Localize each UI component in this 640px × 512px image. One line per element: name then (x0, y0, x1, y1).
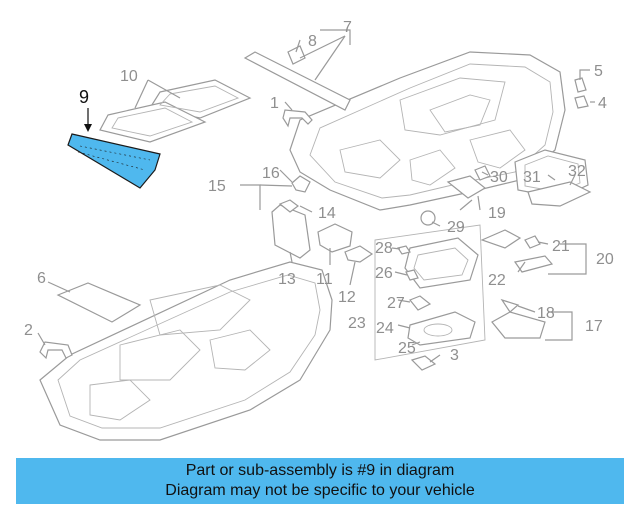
callout-29: 29 (447, 219, 465, 236)
callout-32: 32 (568, 163, 586, 180)
clip-part-3 (410, 355, 437, 371)
leader-lines (37, 29, 595, 363)
panel-part-10 (99, 79, 252, 143)
callout-9: 9 (79, 87, 89, 107)
parts-diagram: 1 2 3 4 5 6 7 8 9 10 11 12 13 14 15 16 1… (24, 19, 614, 441)
lamp-part-32 (527, 181, 592, 207)
callout-17: 17 (585, 318, 603, 335)
clip-part-5 (574, 77, 587, 93)
callout-3: 3 (450, 347, 459, 364)
bracket-part-20 (513, 255, 554, 273)
banner-line-1: Part or sub-assembly is #9 in diagram (185, 462, 455, 479)
upper-headliner (289, 51, 566, 211)
callout-25: 25 (398, 340, 416, 357)
callout-12: 12 (338, 289, 356, 306)
callout-7: 7 (343, 19, 352, 36)
callout-1: 1 (270, 95, 279, 112)
callout-26: 26 (375, 265, 393, 282)
callout-28: 28 (375, 240, 393, 257)
holder-part-11 (317, 223, 353, 253)
handle-part-1 (282, 109, 313, 128)
clip-part-8 (287, 45, 306, 65)
callout-21: 21 (552, 238, 570, 255)
clip-part-30 (474, 165, 491, 181)
hook-part-16 (291, 175, 311, 193)
callout-30: 30 (490, 169, 508, 186)
callout-31: 31 (523, 169, 541, 186)
bracket-part-22 (480, 229, 522, 249)
callout-2: 2 (24, 322, 33, 339)
callout-10: 10 (120, 68, 138, 85)
screw-part-29 (420, 210, 436, 226)
callout-23: 23 (348, 315, 366, 332)
callout-27: 27 (387, 295, 405, 312)
callout-labels: 1 2 3 4 5 6 7 8 9 10 11 12 13 14 15 16 1… (24, 19, 614, 364)
callout-11: 11 (316, 271, 333, 288)
callout-22: 22 (488, 272, 506, 289)
handle-part-2 (39, 341, 73, 360)
callout-18: 18 (537, 305, 555, 322)
info-banner: Part or sub-assembly is #9 in diagram Di… (16, 458, 624, 504)
callout-20: 20 (596, 251, 614, 268)
callout-14: 14 (318, 205, 336, 222)
clip-part-4 (574, 95, 589, 109)
highlighted-panel-part-9 (67, 108, 161, 189)
banner-line-2: Diagram may not be specific to your vehi… (165, 482, 475, 499)
callout-15: 15 (208, 178, 226, 195)
clip-part-14 (278, 199, 299, 213)
bracket-part-19 (446, 175, 487, 199)
clip-part-12 (344, 245, 374, 263)
frame-part-6 (56, 282, 142, 323)
callout-13: 13 (278, 271, 296, 288)
lower-headliner (39, 261, 333, 441)
clip-part-21 (524, 235, 541, 249)
callout-4: 4 (598, 95, 607, 112)
callout-19: 19 (488, 205, 506, 222)
lamp-part-17 (491, 311, 546, 339)
console-group-box (374, 224, 486, 361)
callout-5: 5 (594, 63, 603, 80)
strip-part-7 (243, 51, 351, 111)
clip-part-18 (500, 298, 520, 313)
callout-8: 8 (308, 33, 317, 50)
callout-24: 24 (376, 320, 394, 337)
callout-6: 6 (37, 270, 46, 287)
visor-part-13 (271, 204, 311, 259)
callout-16: 16 (262, 165, 280, 182)
